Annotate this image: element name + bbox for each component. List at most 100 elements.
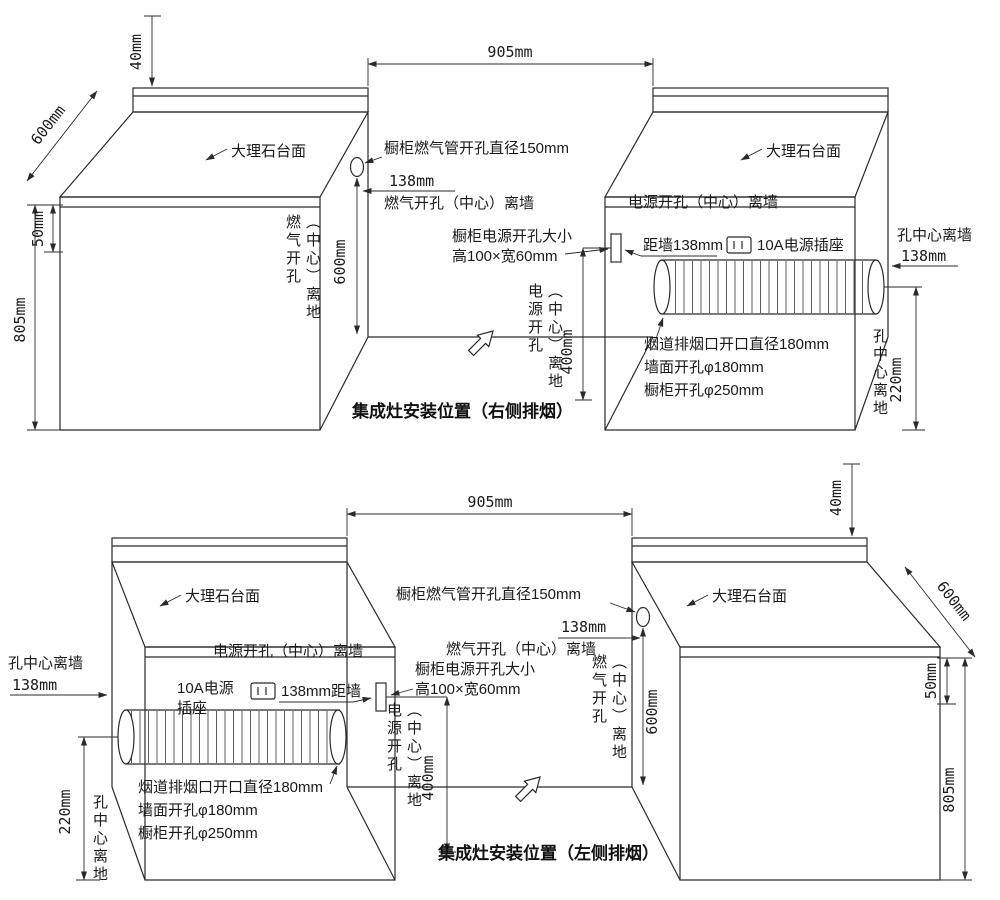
flue-label-line1: 烟道排烟口开口直径180mm — [644, 336, 829, 353]
dim-905mm: 905mm — [467, 493, 512, 511]
power-hole-marker — [610, 233, 622, 263]
power-floor-label-col1: 电源开孔 — [526, 283, 543, 355]
install-direction-arrow — [467, 330, 494, 357]
gas-dist-wall-value: 138mm — [389, 172, 434, 190]
gas-floor-label-col2-bottom: （中心）离地 — [610, 654, 627, 762]
marble-countertop-label-left: 大理石台面 — [185, 588, 260, 605]
hole-floor-value: 220mm — [887, 357, 905, 402]
power-hole-size-line2: 高100×宽60mm — [415, 681, 520, 698]
gas-pipe-hole-label: 橱柜燃气管开孔直径150mm — [384, 139, 569, 157]
gas-pipe-hole — [635, 606, 651, 628]
top-diagram — [26, 15, 958, 431]
hole-wall-value: 138mm — [12, 676, 57, 694]
bottom-leaders — [159, 594, 709, 785]
socket-label-line1: 10A电源 — [177, 680, 234, 697]
bottom-caption: 集成灶安装位置（左侧排烟） — [437, 843, 659, 863]
hole-floor-label-top: 孔中心离地 — [871, 328, 888, 418]
power-hole-size-line1: 橱柜电源开孔大小 — [415, 661, 535, 678]
cabinet-front-face — [59, 196, 321, 431]
marble-countertop-label-left: 大理石台面 — [231, 143, 306, 160]
flue-label-line2: 墙面开孔φ180mm — [644, 359, 764, 376]
cabinet-side-floor-edge — [854, 336, 889, 431]
gas-pipe-hole-label: 橱柜燃气管开孔直径150mm — [396, 585, 581, 603]
gas-floor-value: 600mm — [331, 239, 349, 284]
gas-dist-wall-label: 燃气开孔（中心）离墙 — [384, 194, 534, 212]
bottom-exhaust-duct — [117, 709, 347, 765]
dim-40mm: 40mm — [827, 480, 845, 516]
marble-countertop-label-right: 大理石台面 — [712, 588, 787, 605]
power-dist-wall-label: 电源开孔（中心）离墙 — [213, 643, 363, 660]
hole-wall-value: 138mm — [901, 247, 946, 265]
power-floor-label-col2-bottom: （中心）离地 — [405, 702, 422, 810]
power-floor-value: 400mm — [558, 329, 576, 374]
duct-left-opening — [653, 259, 671, 315]
flue-label-line1: 烟道排烟口开口直径180mm — [138, 779, 323, 796]
power-dist-wall-value: 距墙138mm — [643, 237, 723, 254]
bottom-texts: 905mm 40mm 600mm 50mm 805mm 大理石台面 大理石台面 … — [8, 480, 975, 863]
countertop-surface — [603, 111, 889, 198]
hole-wall-label: 孔中心离墙 — [897, 227, 972, 244]
gap-floor-edge-right — [604, 336, 654, 431]
duct-right-end — [867, 259, 885, 315]
dim-50mm: 50mm — [922, 663, 940, 699]
dim-805mm: 805mm — [940, 767, 958, 812]
dim-905mm: 905mm — [487, 43, 532, 61]
marble-countertop-label-right: 大理石台面 — [766, 143, 841, 160]
top-caption: 集成灶安装位置（右侧排烟） — [351, 401, 573, 421]
socket-icon — [250, 682, 276, 700]
power-dist-wall-label: 电源开孔（中心）离墙 — [628, 194, 778, 211]
power-hole-marker — [375, 682, 387, 712]
gap-floor-edge-right — [631, 786, 681, 881]
dim-50mm: 50mm — [29, 211, 47, 247]
top-texts: 40mm 600mm 50mm 805mm 905mm 大理石台面 大理石台面 … — [11, 34, 972, 421]
bottom-diagram — [10, 463, 976, 881]
power-floor-value: 400mm — [419, 755, 437, 800]
top-exhaust-duct — [653, 259, 885, 315]
duct-corrugation — [668, 261, 870, 313]
hole-wall-label: 孔中心离墙 — [8, 655, 83, 672]
gas-dist-wall-value: 138mm — [561, 618, 606, 636]
bottom-right-cabinet — [630, 537, 942, 881]
dim-805mm: 805mm — [11, 297, 29, 342]
power-floor-label-col1-bottom: 电源开孔 — [385, 702, 402, 774]
flue-label-line3: 橱柜开孔φ250mm — [644, 382, 764, 399]
dim-40mm: 40mm — [127, 34, 145, 70]
duct-left-end — [117, 709, 135, 765]
gas-floor-label-col1-bottom: 燃气开孔 — [590, 654, 607, 726]
countertop-back-band — [631, 537, 868, 563]
cabinet-side-floor-edge — [319, 336, 369, 431]
gas-dist-wall-label: 燃气开孔（中心）离墙 — [446, 640, 596, 658]
socket-label-line2: 插座 — [177, 700, 207, 717]
flue-label-line2: 墙面开孔φ180mm — [138, 802, 258, 819]
power-hole-size-line2: 高100×宽60mm — [452, 248, 557, 265]
gap-floor-edge-left — [346, 786, 396, 881]
gas-pipe-hole — [349, 156, 365, 178]
cabinet-side-floor-edge — [111, 786, 146, 881]
hole-floor-value: 220mm — [56, 789, 74, 834]
countertop-back-band — [111, 537, 348, 563]
top-left-cabinet — [58, 87, 370, 431]
gas-floor-label-col1: 燃气开孔 — [284, 214, 301, 286]
countertop-back-band — [132, 87, 369, 113]
dim-600mm-depth: 600mm — [933, 578, 975, 625]
socket-icon — [726, 236, 752, 254]
top-dimensions — [26, 15, 958, 431]
cabinet-front-face — [679, 646, 941, 881]
top-leaders — [205, 148, 763, 343]
countertop-surface — [58, 111, 370, 198]
duct-right-opening — [329, 709, 347, 765]
bottom-dimensions — [10, 463, 976, 881]
gas-floor-label-col2: （中心）离地 — [304, 214, 321, 322]
socket-label: 10A电源插座 — [757, 237, 844, 254]
power-hole-size-line1: 橱柜电源开孔大小 — [452, 228, 572, 245]
power-floor-label-col2: （中心）离地 — [546, 283, 563, 391]
countertop-back-band — [652, 87, 889, 113]
power-dist-wall-value: 138mm距墙 — [281, 683, 361, 700]
dim-600mm-depth: 600mm — [27, 102, 69, 149]
duct-corrugation — [130, 711, 332, 763]
top-right-cabinet — [603, 87, 889, 431]
gas-floor-value: 600mm — [643, 689, 661, 734]
hole-floor-label-bottom: 孔中心离地 — [91, 794, 108, 884]
